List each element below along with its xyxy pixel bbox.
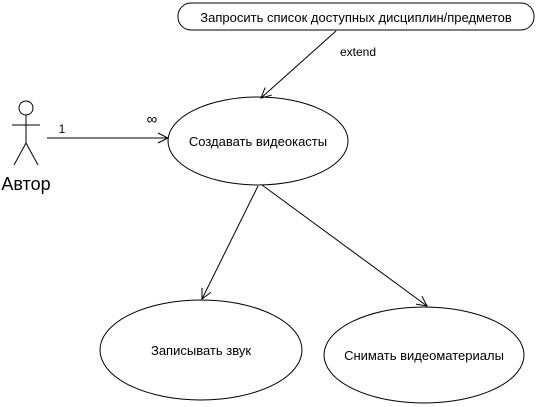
stick-figure-icon (12, 100, 40, 166)
extend-line (261, 30, 337, 98)
multiplicity-usecase: ∞ (147, 111, 158, 128)
use-case-record-sound: Записывать звук (99, 299, 303, 401)
use-case-shoot-video: Снимать видеоматериалы (323, 306, 525, 404)
arrow-create-to-shoot-video (261, 184, 427, 306)
use-case-create-videocasts-label: Создавать видеокасты (189, 134, 327, 149)
actor-author: Автор (1, 100, 51, 194)
arrow-create-to-record-sound (202, 185, 259, 299)
multiplicity-actor: 1 (59, 122, 66, 136)
use-case-record-sound-shape (99, 299, 303, 401)
use-case-request-list-shape (177, 2, 535, 31)
extend-label: extend (340, 45, 376, 59)
use-case-request-list: Запросить список доступных дисциплин/пре… (177, 2, 535, 31)
use-case-shoot-video-shape (323, 306, 525, 404)
association-actor-create: 1 ∞ (47, 111, 168, 138)
use-case-shoot-video-label: Снимать видеоматериалы (344, 348, 504, 363)
use-case-create-videocasts: Создавать видеокасты (167, 96, 349, 186)
use-case-request-list-label: Запросить список доступных дисциплин/пре… (200, 10, 512, 25)
use-case-record-sound-label: Записывать звук (151, 343, 251, 358)
extend-relation: extend (261, 30, 376, 98)
actor-label: Автор (1, 174, 50, 194)
